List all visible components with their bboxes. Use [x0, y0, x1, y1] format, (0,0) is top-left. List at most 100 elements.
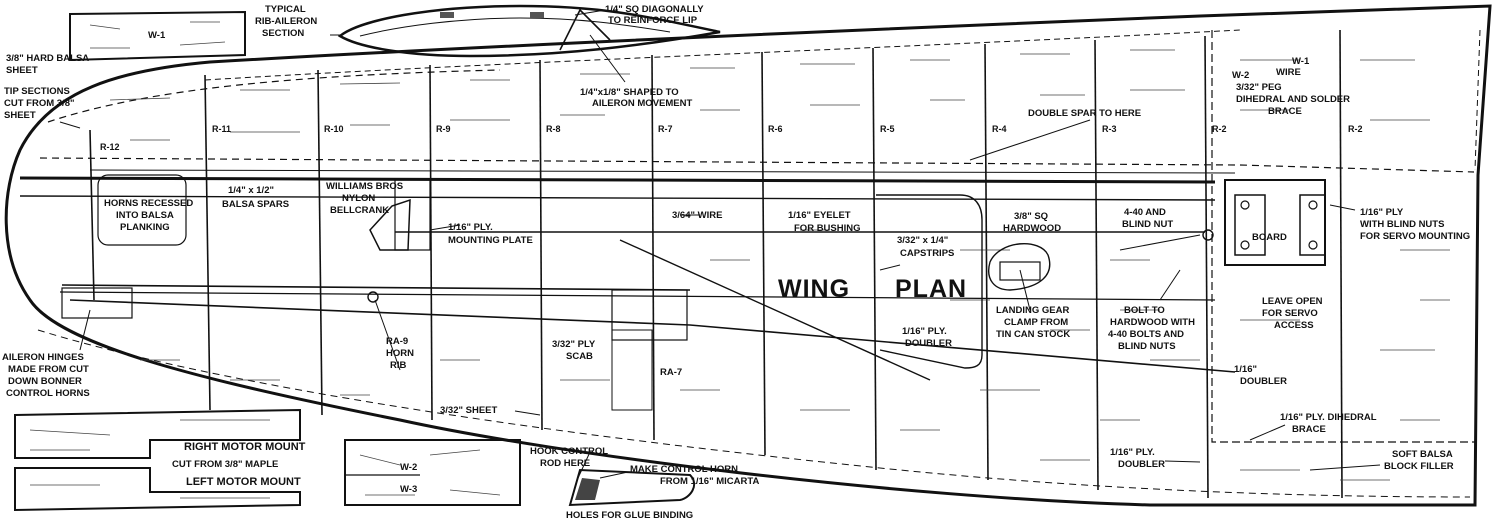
- ply-servo-label-3: FOR SERVO MOUNTING: [1360, 231, 1470, 242]
- eyelet-label-2: FOR BUSHING: [794, 223, 861, 234]
- rib-label: R-8: [546, 124, 561, 134]
- ply-doubler-mid-label-2: DOUBLER: [905, 338, 952, 349]
- double-spar-label: DOUBLE SPAR TO HERE: [1028, 108, 1141, 119]
- aileron-hinges-label-4: CONTROL HORNS: [6, 388, 90, 399]
- control-horn-label-1: MAKE CONTROL HORN: [630, 464, 738, 475]
- hook-control-label-1: HOOK CONTROL: [530, 446, 608, 457]
- servo-right-plate: [1299, 194, 1326, 256]
- hardwood-label-2: HARDWOOD: [1003, 223, 1061, 234]
- w2-w3-sheet: [344, 439, 521, 506]
- servo-left-plate: [1234, 194, 1266, 256]
- typical-label-2: RIB-AILERON: [255, 16, 317, 27]
- leave-open-label-1: LEAVE OPEN: [1262, 296, 1323, 307]
- mounting-plate-label-1: 1/16" PLY.: [448, 222, 493, 233]
- bolt-hardwood-label-4: BLIND NUTS: [1118, 341, 1176, 352]
- bolt-hardwood-label-3: 4-40 BOLTS AND: [1108, 329, 1184, 340]
- tip-sections-label-2: CUT FROM 3/8": [4, 98, 74, 109]
- ply-servo-label-1: 1/16" PLY: [1360, 207, 1404, 218]
- aileron-hinges-label-1: AILERON HINGES: [2, 352, 84, 363]
- diag-lip-label: 1/4" SQ DIAGONALLY: [605, 4, 704, 15]
- callout-labels: W-1 3/8" HARD BALSA SHEET TYPICAL RIB-AI…: [2, 4, 1470, 521]
- rib-label: R-2: [1212, 124, 1227, 134]
- w2-wire-label-1: W-2: [1232, 70, 1249, 81]
- shaped-aileron-label-2: AILERON MOVEMENT: [592, 98, 692, 109]
- w3-label: W-3: [400, 484, 417, 495]
- right-mount-label: RIGHT MOTOR MOUNT: [184, 441, 306, 453]
- w1-right-label: W-1: [1292, 56, 1310, 67]
- bellcrank-label-3: BELLCRANK: [330, 205, 389, 216]
- w2-wire-label-2: WIRE: [1276, 67, 1301, 78]
- capstrip-panel: [876, 194, 983, 369]
- ply-doubler-right-label-1: 1/16": [1234, 364, 1257, 375]
- components: [61, 174, 1326, 411]
- w2-wire-label-3: 3/32" PEG: [1236, 82, 1282, 93]
- landing-gear-block: [999, 261, 1041, 281]
- rib-label: R-6: [768, 124, 783, 134]
- wire-label: 3/64" WIRE: [672, 210, 722, 221]
- rib-label: R-5: [880, 124, 895, 134]
- landing-gear-label-1: LANDING GEAR: [996, 305, 1070, 316]
- wing-outline: [4, 4, 1492, 507]
- rib-label: R-10: [324, 124, 344, 134]
- ply-doubler-right-label-2: DOUBLER: [1240, 376, 1287, 387]
- aileron-hinge: [61, 287, 133, 319]
- shaped-aileron-label-1: 1/4"x1/8" SHAPED TO: [580, 87, 679, 98]
- blind-nut-label-2: BLIND NUT: [1122, 219, 1173, 230]
- leave-open-label-2: FOR SERVO: [1262, 308, 1318, 319]
- scab-block: [611, 329, 653, 411]
- horns-recessed-label-2: INTO BALSA: [116, 210, 174, 221]
- tip-sections-label-3: SHEET: [4, 110, 36, 121]
- landing-gear-label-3: TIN CAN STOCK: [996, 329, 1070, 340]
- mounting-plate: [394, 179, 431, 251]
- horn-rib-label-3: RIB: [390, 360, 407, 371]
- ply-scab-label-1: 3/32" PLY: [552, 339, 596, 350]
- dihedral-brace-label-2: BRACE: [1292, 424, 1326, 435]
- wood-grain-texture: [109, 49, 1450, 481]
- ra7-label: RA-7: [660, 367, 682, 378]
- bellcrank-label-1: WILLIAMS BROS: [326, 181, 403, 192]
- leave-open-label-3: ACCESS: [1274, 320, 1314, 331]
- rib-labels: R-12 R-11 R-10 R-9 R-8 R-7 R-6 R-5 R-4 R…: [100, 124, 1363, 152]
- rib-label: R-7: [658, 124, 673, 134]
- glue-holes-label: HOLES FOR GLUE BINDING: [566, 510, 693, 521]
- landing-gear-clamp: [988, 243, 1051, 291]
- rib-lines: [89, 29, 1343, 499]
- capstrips-label-2: CAPSTRIPS: [900, 248, 954, 259]
- ply-doubler-mid-label-1: 1/16" PLY.: [902, 326, 947, 337]
- rib-label: R-2: [1348, 124, 1363, 134]
- leader-lines: [59, 9, 1381, 479]
- servo-box: [1224, 179, 1326, 266]
- ply-doubler-low-label-2: DOUBLER: [1118, 459, 1165, 470]
- rib-aileron-section: [337, 4, 721, 58]
- landing-gear-label-2: CLAMP FROM: [1004, 317, 1068, 328]
- w2-wire-label-4: DIHEDRAL AND SOLDER: [1236, 94, 1350, 105]
- hook-control-label-2: ROD HERE: [540, 458, 590, 469]
- blind-nut-label-1: 4-40 AND: [1124, 207, 1166, 218]
- bellcrank-label-2: NYLON: [342, 193, 375, 204]
- horn-recess-outline: [97, 174, 187, 246]
- soft-balsa-label-1: SOFT BALSA: [1392, 449, 1453, 460]
- cut-maple-label: CUT FROM 3/8" MAPLE: [172, 459, 278, 470]
- horns-recessed-label-3: PLANKING: [120, 222, 170, 233]
- balsa-spars-label-2: BALSA SPARS: [222, 199, 289, 210]
- hardwood-label-1: 3/8" SQ: [1014, 211, 1048, 222]
- ply-servo-label-2: WITH BLIND NUTS: [1360, 219, 1444, 230]
- typical-label-1: TYPICAL: [265, 4, 306, 15]
- horn-scab: [611, 289, 688, 341]
- soft-balsa-label-2: BLOCK FILLER: [1384, 461, 1454, 472]
- left-mount-label: LEFT MOTOR MOUNT: [186, 476, 301, 488]
- ply-doubler-low-label-1: 1/16" PLY.: [1110, 447, 1155, 458]
- w2-label: W-2: [400, 462, 417, 473]
- control-horn-label-2: FROM 1/16" MICARTA: [660, 476, 759, 487]
- sheet-label: 3/32" SHEET: [440, 405, 498, 416]
- aileron-hinges-label-2: MADE FROM CUT: [8, 364, 89, 375]
- horn-rib-label-2: HORN: [386, 348, 414, 359]
- typical-label-3: SECTION: [262, 28, 304, 39]
- tip-sections-label-1: TIP SECTIONS: [4, 86, 70, 97]
- aileron-hinges-label-3: DOWN BONNER: [8, 376, 82, 387]
- eyelet-label-1: 1/16" EYELET: [788, 210, 851, 221]
- horns-recessed-label-1: HORNS RECESSED: [104, 198, 193, 209]
- title-wing: WING: [778, 275, 850, 303]
- hard-balsa-label-2: SHEET: [6, 65, 38, 76]
